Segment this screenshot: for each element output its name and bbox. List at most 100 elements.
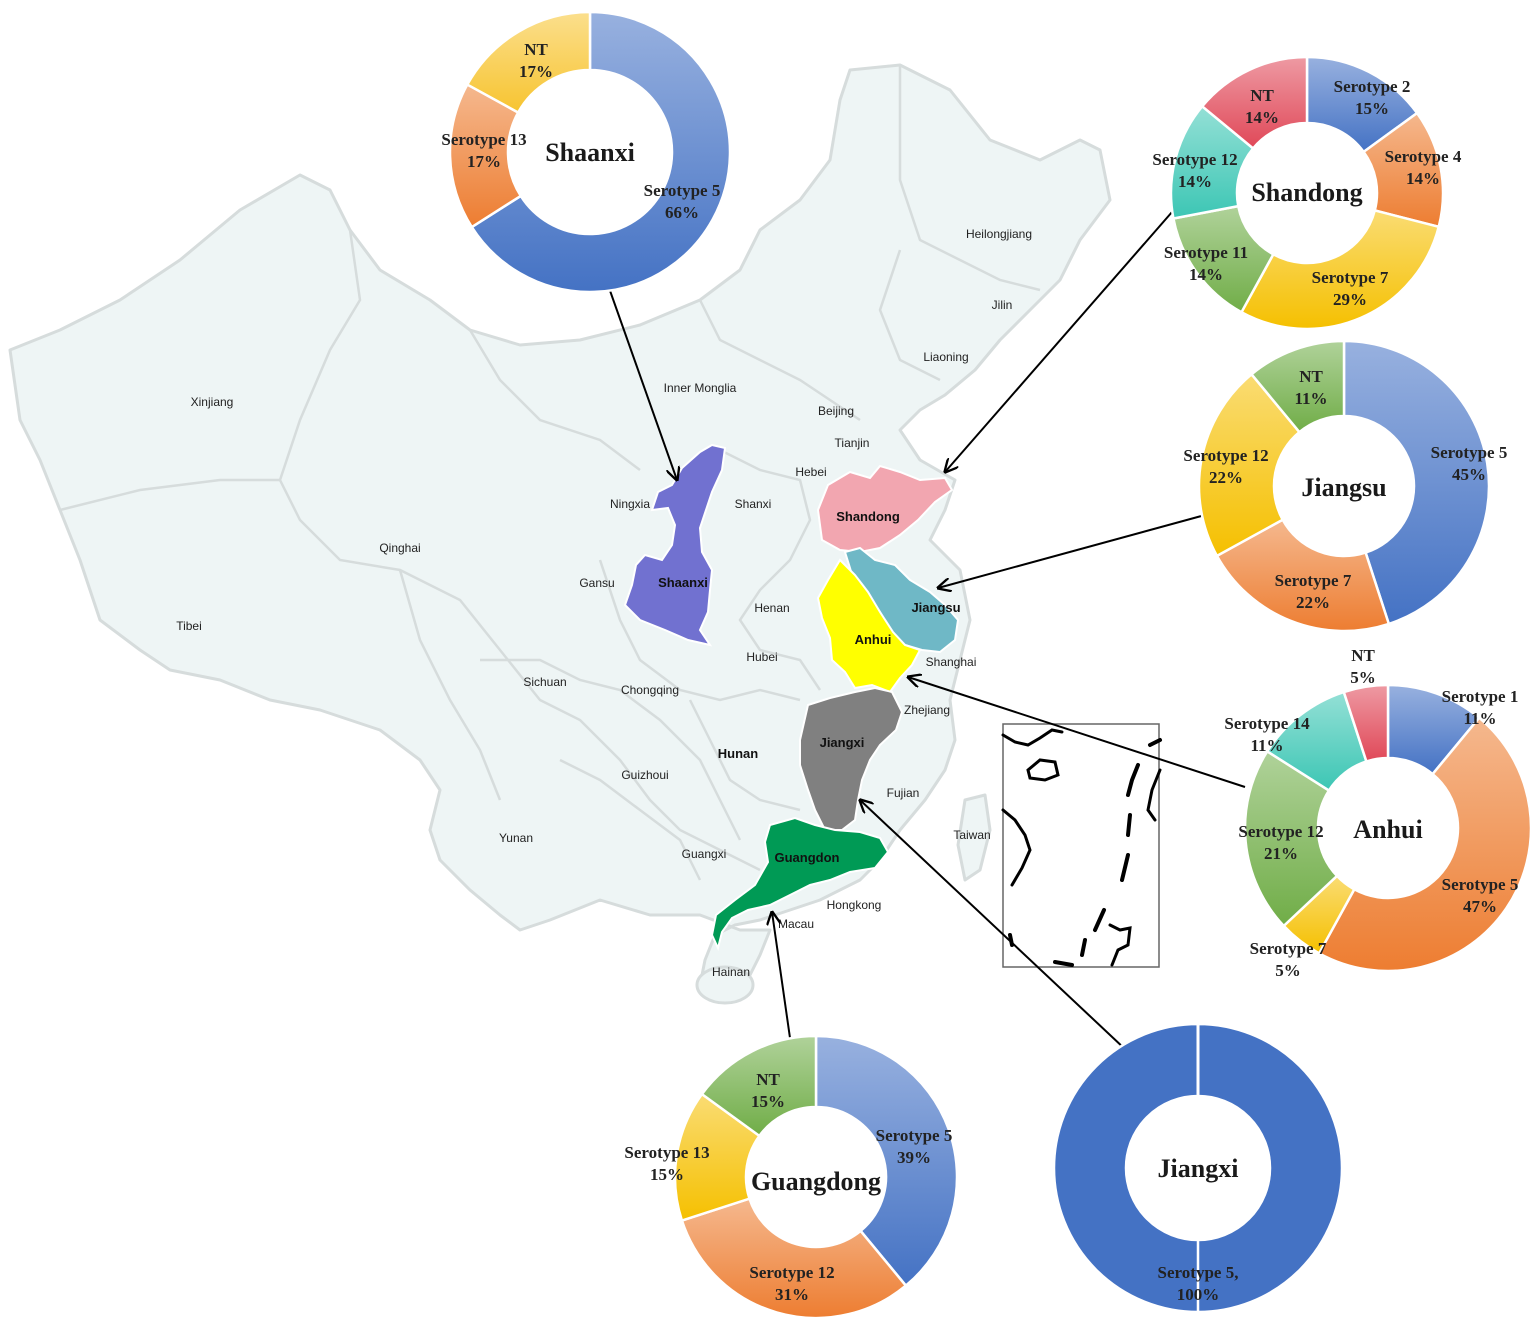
china-outline [8,63,1112,1002]
donut-title: Shandong [1251,178,1362,207]
label-inner-monglia: Inner Monglia [664,381,737,395]
label-hunan: Hunan [718,746,759,761]
label-xinjiang: Xinjiang [191,395,234,409]
label-liaoning: Liaoning [923,350,968,364]
slice-jiangsu-3 [1249,339,1346,434]
label-chongqing: Chongqing [621,683,679,697]
label-ningxia: Ningxia [610,497,650,511]
label-fujian: Fujian [887,786,920,800]
arrow-shaanxi [607,284,677,480]
donut-title: Jiangxi [1158,1154,1239,1183]
label-hongkong: Hongkong [827,898,882,912]
label-guangdon: Guangdon [775,850,840,865]
label-hainan: Hainan [712,965,750,979]
arrow-anhui [908,677,1246,788]
slice-guangdong-1 [680,1197,908,1320]
slice-jiangsu-0 [1342,339,1491,626]
label-beijing: Beijing [818,404,854,418]
label-hebei: Hebei [795,465,826,479]
label-tibei: Tibei [176,619,202,633]
slice-anhui-3 [1243,749,1339,928]
donut-title: Guangdong [751,1167,881,1196]
slice-shaanxi-2 [465,10,592,115]
label-taiwan: Taiwan [953,828,990,842]
slice-jiangsu-1 [1215,518,1391,633]
label-hubei: Hubei [746,650,777,664]
taiwan-island [956,793,992,882]
arrow-guangdong [772,912,791,1039]
south-china-sea-inset [1001,723,1162,968]
label-gansu: Gansu [579,576,614,590]
arrow-jiangxi [860,800,1127,1051]
label-shanghai: Shanghai [926,655,977,669]
slice-shaanxi-0 [470,10,732,294]
highlighted-provinces [623,443,960,951]
slice-shandong-5 [1200,55,1309,151]
province-guangdong [710,816,890,951]
arrow-shandong [945,211,1173,472]
slice-jiangxi-0 [1052,1022,1344,1314]
arrows [607,211,1246,1051]
label-shandong: Shandong [836,509,900,524]
slice-label: Serotype 5,100% [1158,1263,1239,1304]
label-anhui: Anhui [855,632,892,647]
label-zhejiang: Zhejiang [904,703,950,717]
label-henan: Henan [754,601,789,615]
label-guizhoui: Guizhoui [621,768,668,782]
donut-title: Shaanxi [545,138,635,167]
label-guangxi: Guangxi [682,847,727,861]
donut-title: Anhui [1353,815,1422,844]
hainan-island [695,965,755,1005]
china-map [8,63,1112,1005]
label-heilongjiang: Heilongjiang [966,227,1032,241]
province-jiangxi [799,686,904,831]
donut-title: Jiangsu [1301,473,1386,502]
slice-guangdong-3 [700,1034,818,1138]
slice-jiangsu-2 [1197,372,1302,558]
label-shanxi: Shanxi [735,497,772,511]
label-qinghai: Qinghai [379,541,420,555]
label-yunan: Yunan [499,831,533,845]
province-shaanxi [623,443,727,647]
label-tianjin: Tianjin [835,436,870,450]
slice-anhui-1 [1317,716,1533,973]
label-jilin: Jilin [992,298,1013,312]
label-sichuan: Sichuan [523,675,566,689]
label-shaanxi: Shaanxi [658,575,708,590]
label-jiangxi: Jiangxi [820,735,865,750]
slice-guangdong-0 [814,1034,959,1288]
province-labels: Xinjiang Tibei Qinghai Gansu Ningxia Inn… [176,227,1032,979]
label-jiangsu: Jiangsu [911,600,960,615]
label-macau: Macau [778,917,814,931]
